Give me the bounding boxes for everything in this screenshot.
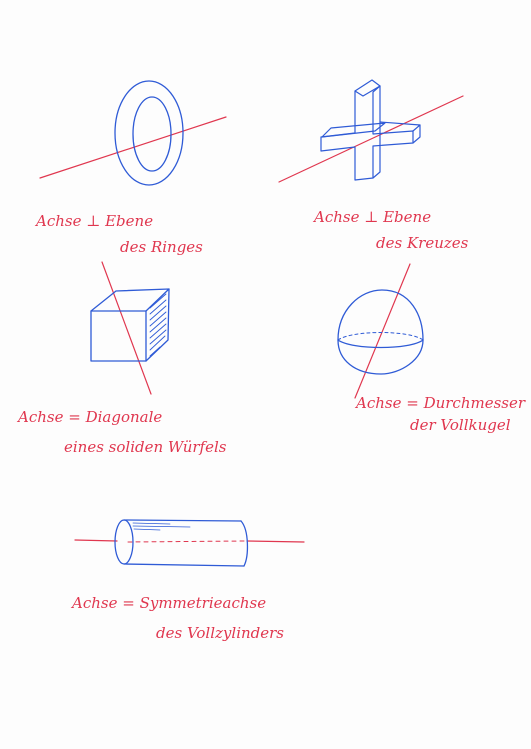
cross-axis (278, 95, 464, 183)
cylinder-axis-right (246, 540, 305, 543)
cylinder-bottom-edge (123, 563, 245, 567)
cylinder-top-edge (123, 519, 242, 522)
cylinder-far-end (240, 520, 249, 567)
cube-figure (90, 261, 170, 395)
cylinder-axis-left (74, 539, 118, 542)
sphere-outline (337, 289, 424, 375)
cross-front-outline (320, 85, 414, 181)
cross-arm-top-edge (379, 121, 421, 126)
ring-inner (132, 96, 172, 172)
cross-caption-line1: Achse ⊥ Ebene (314, 208, 432, 226)
cube-front-face (90, 310, 147, 362)
cross-figure (278, 79, 464, 183)
cylinder-shading (132, 522, 191, 531)
cylinder-caption-line2: des Vollzylinders (156, 624, 285, 642)
ring-outer (114, 80, 184, 186)
cube-top-face (90, 288, 170, 312)
cube-shading (149, 293, 167, 357)
cube-axis (101, 261, 152, 395)
cross-arm-depth (412, 124, 421, 144)
cross-side-depth (372, 85, 381, 179)
ring-caption-line2: des Ringes (120, 238, 203, 256)
ring-caption-line1: Achse ⊥ Ebene (36, 212, 154, 230)
cube-caption-line1: Achse = Diagonale (18, 408, 163, 426)
sphere-axis (354, 263, 411, 399)
cube-side-face (145, 288, 170, 362)
cylinder-figure (74, 519, 305, 567)
sphere-caption-line1: Achse = Durchmesser (356, 394, 526, 412)
sphere-equator-front (337, 339, 424, 349)
ring-figure (39, 80, 227, 186)
cross-caption-line2: des Kreuzes (376, 234, 469, 252)
cylinder-caption-line1: Achse = Symmetrieachse (72, 594, 267, 612)
sphere-caption-line2: der Vollkugel (410, 416, 511, 434)
cross-top-face-vertical (354, 79, 381, 97)
ring-axis (39, 116, 227, 179)
sphere-equator-back (337, 332, 424, 341)
cylinder-axis-inner (127, 540, 245, 543)
cube-caption-line2: eines soliden Würfels (64, 438, 227, 456)
sphere-figure (337, 263, 424, 399)
cross-top-face-horizontal (321, 122, 386, 138)
